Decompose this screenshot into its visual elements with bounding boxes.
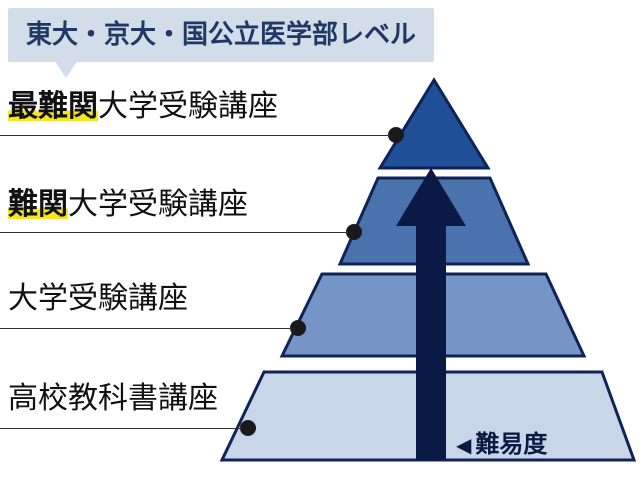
level-rule-3: [0, 328, 292, 329]
level-badge-tail: [54, 60, 78, 78]
difficulty-arrow-shaft: [416, 222, 446, 460]
tier-dot-1: [388, 127, 404, 143]
level-label-4-rest: 高校教科書講座: [8, 381, 218, 416]
tier-dot-4: [240, 420, 256, 436]
difficulty-text: 難易度: [475, 430, 548, 458]
left-triangle-icon: ◀: [456, 433, 472, 457]
level-rule-2: [0, 232, 348, 233]
level-label-3-rest: 大学受験講座: [8, 281, 188, 316]
difficulty-arrow-head: [396, 168, 466, 226]
difficulty-label: ◀難易度: [456, 424, 547, 459]
level-badge: 東大・京大・国公立医学部レベル: [8, 8, 434, 62]
level-label-2-emphasis: 難関: [8, 187, 68, 222]
level-label-2: 難関大学受験講座: [8, 187, 248, 222]
level-rule-1: [0, 135, 390, 136]
level-label-3: 大学受験講座: [8, 284, 188, 314]
level-label-1-rest: 大学受験講座: [98, 89, 278, 124]
tier-dot-3: [290, 320, 306, 336]
level-label-4: 高校教科書講座: [8, 384, 218, 414]
level-label-1-emphasis: 最難関: [8, 89, 98, 124]
tier-dot-2: [346, 224, 362, 240]
level-rule-4: [0, 428, 242, 429]
level-label-1: 最難関大学受験講座: [8, 89, 278, 124]
level-label-2-rest: 大学受験講座: [68, 187, 248, 222]
pyramid-tier-top: [377, 77, 491, 170]
